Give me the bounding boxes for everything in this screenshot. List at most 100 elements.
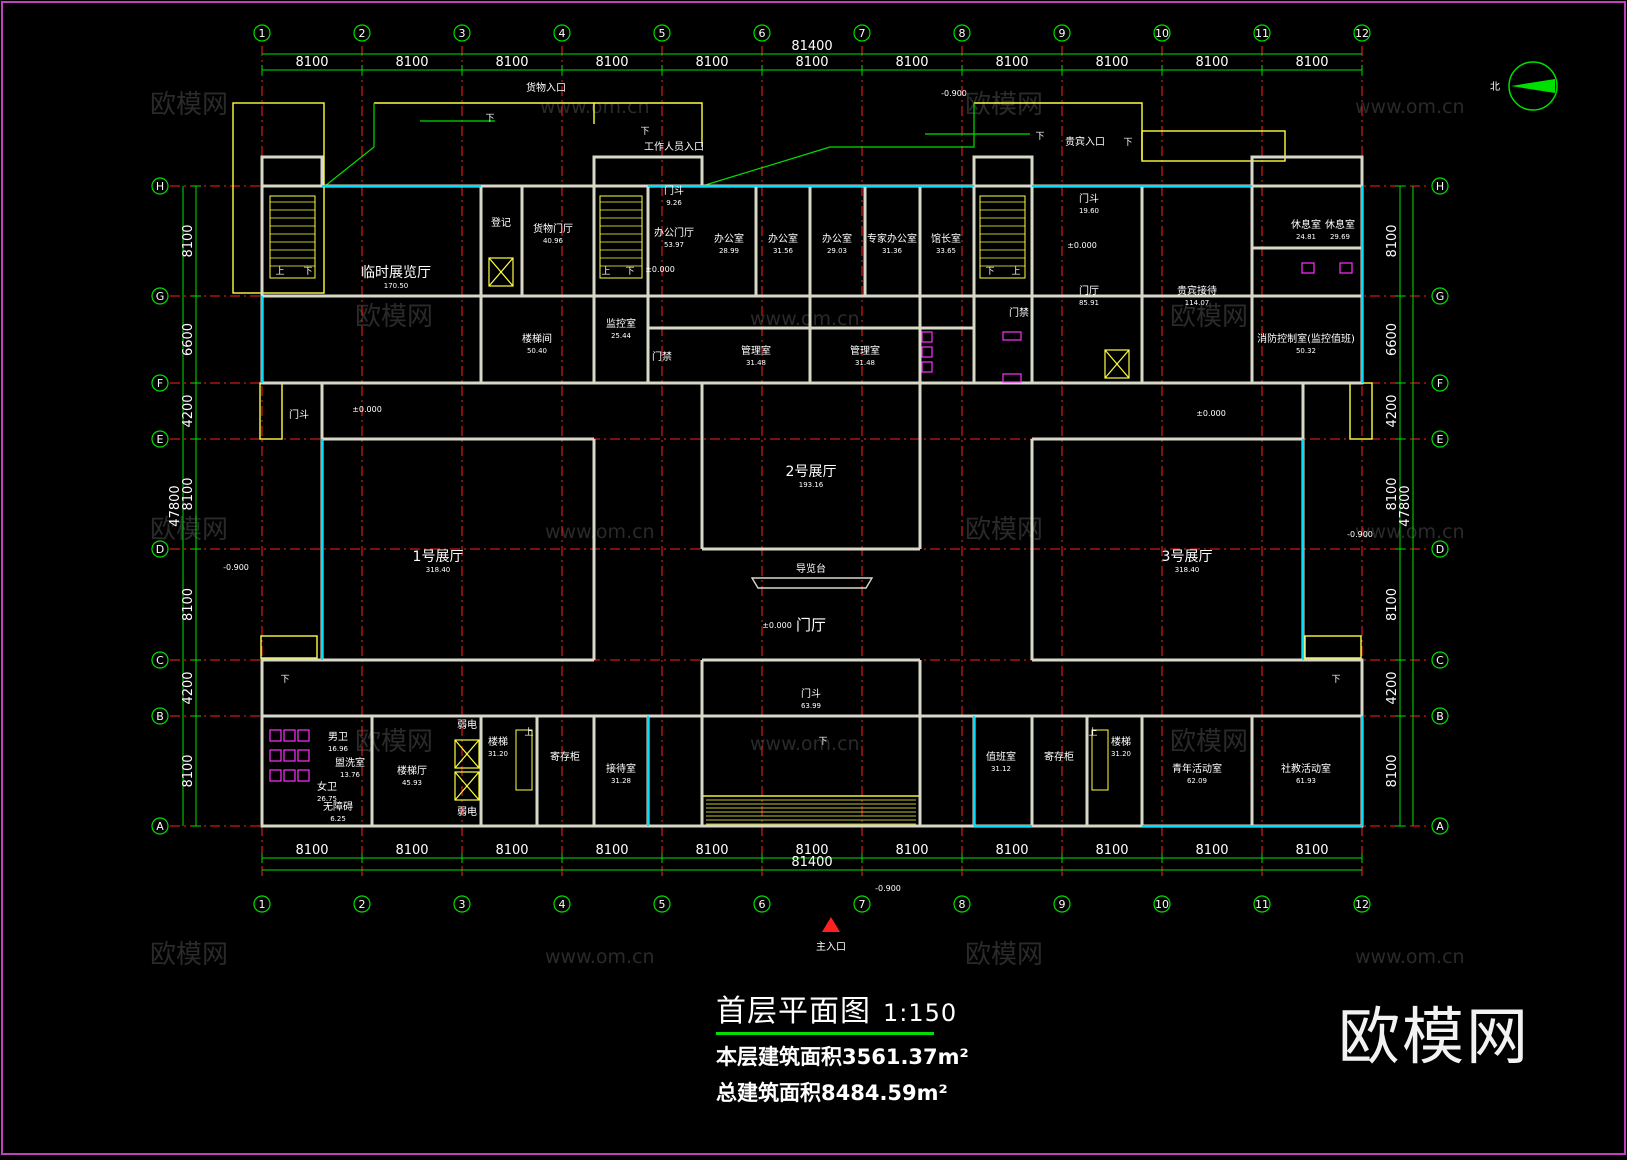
side-steps-west xyxy=(259,382,283,440)
room-area: 50.32 xyxy=(1296,347,1316,355)
wc-fixture xyxy=(269,749,282,762)
dimension-text: 4200 xyxy=(181,671,196,704)
grid-bubble xyxy=(953,24,971,42)
wc-fixture xyxy=(297,749,310,762)
stair-down-label: 下 xyxy=(1123,138,1132,148)
grid-bubble-label: C xyxy=(1436,654,1444,667)
room-area: 114.07 xyxy=(1185,299,1210,307)
grid-bubble-label: A xyxy=(1436,820,1444,833)
level-mark: -0.900 xyxy=(875,884,901,893)
level-mark: ±0.000 xyxy=(1067,241,1097,250)
room-name: 贵宾接待 xyxy=(1177,284,1217,297)
room-name: 休息室 xyxy=(1291,218,1321,231)
dimension-text: 8100 xyxy=(295,55,328,70)
access-control-label: 门禁 xyxy=(652,350,672,363)
grid-bubble-label: G xyxy=(1436,290,1445,303)
watermark-url: www.om.cn xyxy=(1355,946,1465,968)
guide-desk xyxy=(750,577,874,589)
wc-fixture xyxy=(1301,262,1315,274)
wc-fixture xyxy=(283,749,296,762)
grid-bubble-label: 12 xyxy=(1355,27,1369,40)
wc-fixture xyxy=(1339,262,1353,274)
outer-wall xyxy=(260,155,1364,828)
grid-bubble-label: 3 xyxy=(459,898,466,911)
vip-entrance-label: 贵宾入口 xyxy=(1065,135,1105,148)
door-hood-label: 门斗 xyxy=(289,408,309,421)
grid-bubble-label: D xyxy=(1436,543,1444,556)
dimension-text: 8100 xyxy=(1295,55,1328,70)
room-name: 社教活动室 xyxy=(1281,762,1331,775)
lift xyxy=(454,771,480,801)
main-steps xyxy=(701,795,921,827)
room-area: 31.48 xyxy=(746,359,766,367)
dimension-text: 8100 xyxy=(1095,843,1128,858)
watermark-brand: 欧模网 xyxy=(1170,302,1248,332)
grid-bubble xyxy=(1431,651,1449,669)
ramp-line xyxy=(701,103,975,187)
wc-fixture xyxy=(269,729,282,742)
dimension-text: 8100 xyxy=(395,843,428,858)
grid-bubble xyxy=(453,895,471,913)
grid-bubble-label: 11 xyxy=(1255,27,1269,40)
grid-bubble xyxy=(853,895,871,913)
grid-bubble xyxy=(653,895,671,913)
room-name: 楼梯厅 xyxy=(397,764,427,777)
watermarks: 欧模网 www.om.cn 欧模网 www.om.cn 欧模网 www.om.c… xyxy=(150,90,1465,970)
goods-entrance-label: 货物入口 xyxy=(526,81,566,94)
dimension-text: 8100 xyxy=(795,843,828,858)
room-area: 13.76 xyxy=(340,771,361,779)
north-arrow: 北 xyxy=(1490,61,1558,111)
room-area: 85.91 xyxy=(1079,299,1099,307)
grid-bubble-label: F xyxy=(1437,377,1443,390)
side-steps-se xyxy=(1304,635,1362,659)
room-name: 馆长室 xyxy=(931,232,961,245)
dimension-text: 8100 xyxy=(181,588,196,621)
grid-bubble-label: 4 xyxy=(559,27,566,40)
guide-desk-label: 导览台 xyxy=(796,562,826,575)
watermark-url: www.om.cn xyxy=(1355,96,1465,118)
grid-bubble-label: 4 xyxy=(559,898,566,911)
grid-bubble xyxy=(1353,895,1371,913)
room-area: 53.97 xyxy=(664,241,684,249)
room-name: 女卫 xyxy=(317,780,337,793)
weak-current-label: 弱电 xyxy=(457,805,477,818)
room-area: 318.40 xyxy=(1175,566,1200,574)
room-name: 2号展厅 xyxy=(786,464,837,480)
wc-fixture xyxy=(921,361,933,373)
room-name: 楼梯 xyxy=(488,735,508,748)
watermark-brand: 欧模网 xyxy=(965,90,1043,120)
watermark-brand: 欧模网 xyxy=(1170,727,1248,757)
stair-se xyxy=(1091,729,1109,791)
wc-fixture xyxy=(921,331,933,343)
level-mark: ±0.000 xyxy=(762,621,792,630)
room-name: 男卫 xyxy=(328,731,348,743)
grid-bubble xyxy=(853,24,871,42)
stair-treads xyxy=(270,201,1025,825)
north-arrow-pointer xyxy=(1511,79,1555,93)
level-mark: -0.900 xyxy=(223,563,249,572)
dimension-text: 8100 xyxy=(695,843,728,858)
room-name: 休息室 xyxy=(1325,218,1355,231)
grid-bubble xyxy=(151,287,169,305)
room-area: 33.65 xyxy=(936,247,956,255)
watermark-brand: 欧模网 xyxy=(355,727,433,757)
stair-down-label: 下 xyxy=(1331,675,1340,685)
dimension-text: 6600 xyxy=(181,323,196,356)
room-name: 管理室 xyxy=(850,344,880,357)
dimension-text-total: 47800 xyxy=(168,485,183,526)
room-name: 无障碍 xyxy=(323,800,353,813)
grid-bubble xyxy=(253,24,271,42)
grid-bubble xyxy=(653,24,671,42)
grid-bubble-label: B xyxy=(156,710,164,723)
grid-bubble-label: 2 xyxy=(359,27,366,40)
dimension-text: 8100 xyxy=(1095,55,1128,70)
stair-up-label: 上 xyxy=(275,266,284,277)
grid-bubble xyxy=(553,895,571,913)
level-mark: -0.900 xyxy=(941,89,967,98)
stair-west xyxy=(269,195,316,279)
stair-up-label: 上 xyxy=(1088,727,1097,738)
room-name: 寄存柜 xyxy=(1044,750,1074,763)
